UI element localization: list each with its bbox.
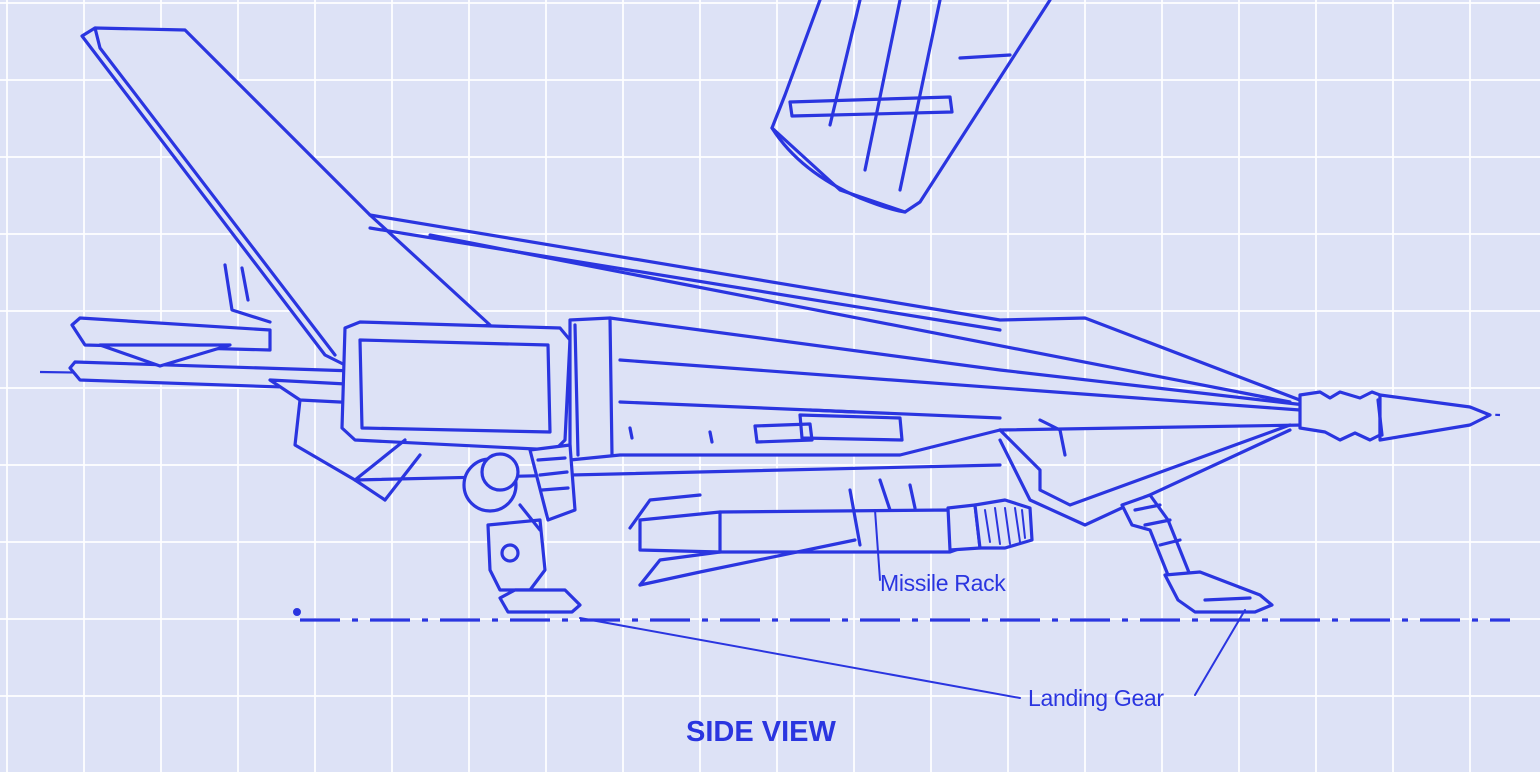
main-wing-upper bbox=[368, 213, 1307, 404]
landing-gear-leader-line-front bbox=[1194, 609, 1246, 696]
ground-line-start-mark bbox=[293, 608, 301, 616]
tail-fin bbox=[80, 26, 492, 367]
missile-rack-label: Missile Rack bbox=[880, 570, 1006, 596]
wing-fragment bbox=[770, 0, 1052, 214]
nose-section bbox=[1298, 390, 1492, 442]
landing-gear-label: Landing Gear bbox=[1028, 685, 1164, 711]
front-landing-gear bbox=[1120, 493, 1274, 614]
missile-rack-leader-line bbox=[874, 509, 881, 581]
engine-housing bbox=[340, 320, 572, 452]
fuselage-body bbox=[293, 316, 1307, 502]
landing-gear-leader-line-rear bbox=[579, 617, 1021, 699]
lower-wing-strut bbox=[998, 418, 1292, 527]
rear-landing-gear bbox=[462, 443, 582, 614]
view-title: SIDE VIEW bbox=[686, 716, 836, 748]
missile-rack-assembly bbox=[628, 478, 1034, 587]
